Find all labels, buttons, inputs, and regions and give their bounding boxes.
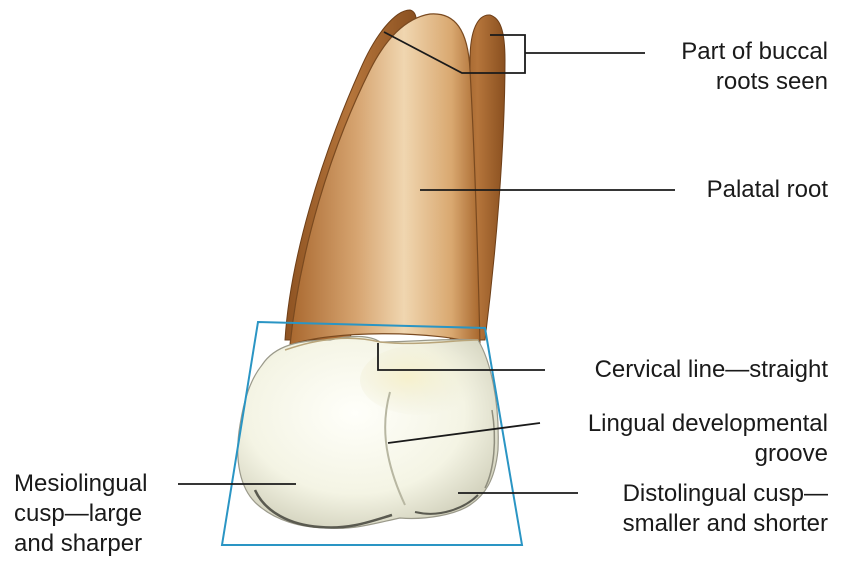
label-mesiolingual-cusp-line1: Mesiolingual [14,470,147,498]
label-distolingual-cusp-line1: Distolingual cusp— [623,480,828,508]
label-lingual-groove-line2: groove [755,440,828,468]
label-mesiolingual-cusp-line3: and sharper [14,530,142,558]
label-buccal-roots-line2: roots seen [716,68,828,96]
crown [238,336,499,528]
label-mesiolingual-cusp-line2: cusp—large [14,500,142,528]
label-distolingual-cusp-line2: smaller and shorter [623,510,828,538]
label-cervical-line: Cervical line—straight [595,356,828,384]
label-buccal-roots-line1: Part of buccal [681,38,828,66]
label-lingual-groove-line1: Lingual developmental [588,410,828,438]
label-palatal-root: Palatal root [707,176,828,204]
